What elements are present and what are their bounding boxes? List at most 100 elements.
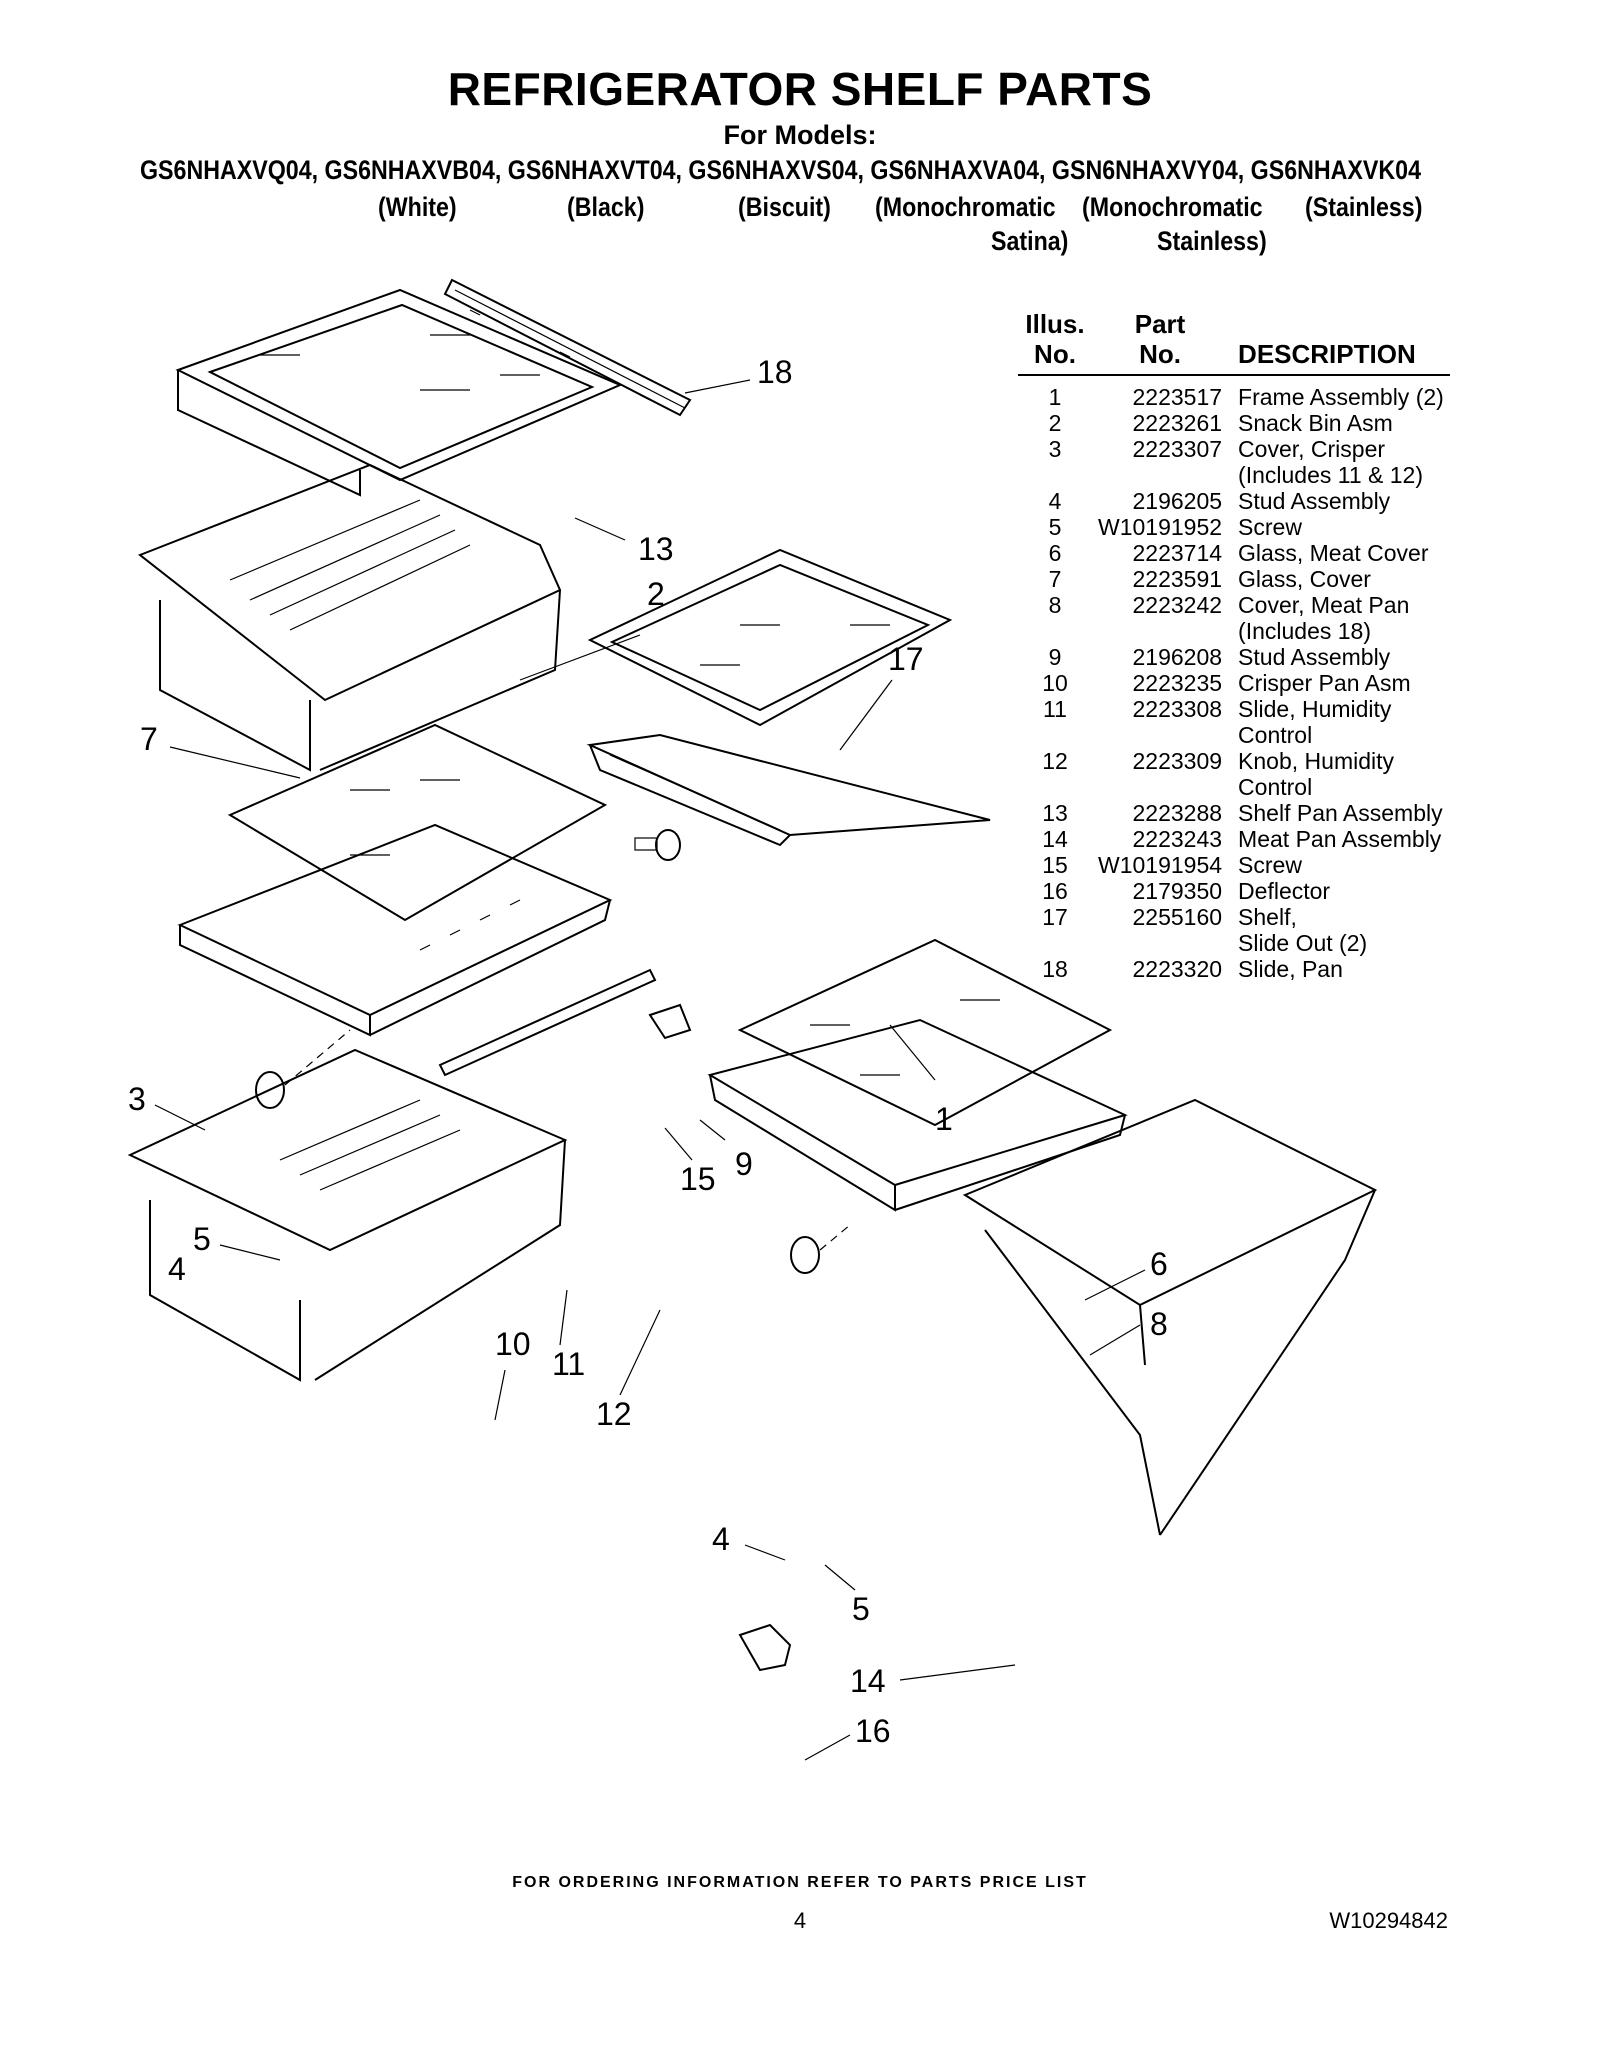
part-description: Meat Pan Assembly (1238, 825, 1442, 852)
crisper-cover-part (177, 823, 613, 1037)
callout-11: 11 (552, 1346, 585, 1382)
header-illus: Illus.No. (1018, 309, 1092, 376)
part-number: 2223517 (1132, 383, 1223, 410)
part-description: Control (1238, 773, 1313, 800)
model-list: GS6NHAXVQ04, GS6NHAXVB04, GS6NHAXVT04, G… (140, 155, 1421, 185)
illus-number: 16 (1042, 877, 1068, 904)
callout-18: 18 (757, 354, 793, 390)
illus-number: 15 (1042, 851, 1068, 878)
part-description: Knob, Humidity (1238, 747, 1395, 774)
table-row: (Includes 11 & 12) (1018, 462, 1450, 488)
part-description: Shelf Pan Assembly (1238, 799, 1443, 826)
part-description: (Includes 18) (1238, 617, 1372, 644)
part-number: 2223714 (1132, 539, 1223, 566)
illus-number: 6 (1048, 539, 1062, 566)
table-row: 16 2179350 Deflector (1018, 878, 1450, 904)
table-row: 10 2223235 Crisper Pan Asm (1018, 670, 1450, 696)
table-row: 8 2223242 Cover, Meat Pan (1018, 592, 1450, 618)
illus-number: 14 (1042, 825, 1068, 852)
illus-number: 12 (1042, 747, 1068, 774)
part-description: Stud Assembly (1238, 487, 1391, 514)
callout-10: 10 (495, 1326, 531, 1362)
part-description: Deflector (1238, 877, 1331, 904)
part-number: 2223307 (1132, 435, 1223, 462)
table-row: 15 W10191954 Screw (1018, 852, 1450, 878)
humidity-slide-part (438, 968, 657, 1077)
illus-number: 18 (1042, 955, 1068, 982)
part-number: 2196205 (1132, 487, 1223, 514)
part-number: 2223308 (1132, 695, 1223, 722)
callout-4-left: 4 (168, 1251, 186, 1287)
table-row: 6 2223714 Glass, Meat Cover (1018, 540, 1450, 566)
part-description: Glass, Meat Cover (1238, 539, 1429, 566)
part-description: Snack Bin Asm (1238, 409, 1393, 436)
part-description: Slide Out (2) (1238, 929, 1368, 956)
illus-number: 17 (1042, 903, 1068, 930)
crisper-pan-part (127, 1048, 568, 1382)
part-description: (Includes 11 & 12) (1238, 461, 1424, 488)
part-description: Glass, Cover (1238, 565, 1371, 592)
table-row: 11 2223308 Slide, Humidity (1018, 696, 1450, 722)
callout-5-right: 5 (852, 1591, 870, 1627)
callout-12: 12 (596, 1396, 632, 1432)
illus-number: 2 (1048, 409, 1062, 436)
color-monochromatic-1: (Monochromatic (875, 192, 1056, 222)
table-row: Control (1018, 722, 1450, 748)
humidity-knob-part (648, 1003, 692, 1040)
part-description: Stud Assembly (1238, 643, 1391, 670)
illus-number: 5 (1048, 513, 1062, 540)
part-description: Shelf, (1238, 903, 1297, 930)
slide-out-shelf-part (587, 548, 953, 727)
callout-3: 3 (128, 1081, 146, 1117)
color-white: (White) (378, 192, 457, 222)
callout-8: 8 (1150, 1306, 1168, 1342)
header-description: DESCRIPTION (1228, 310, 1450, 376)
part-description: Slide, Humidity (1238, 695, 1392, 722)
part-description: Crisper Pan Asm (1238, 669, 1411, 696)
illus-number: 9 (1048, 643, 1062, 670)
illus-number: 8 (1048, 591, 1062, 618)
color-stainless: (Stainless) (1305, 192, 1423, 222)
part-description: Screw (1238, 851, 1302, 878)
meat-pan-part (962, 1098, 1378, 1536)
page-number: 4 (793, 1908, 807, 1933)
part-number: W10191954 (1098, 851, 1223, 878)
part-number: 2223242 (1132, 591, 1223, 618)
callout-16: 16 (855, 1713, 891, 1749)
color-satina: Satina) (991, 226, 1069, 256)
illus-number: 7 (1048, 565, 1062, 592)
illus-number: 11 (1043, 695, 1067, 722)
stud-assembly-9-part (634, 829, 681, 861)
color-black: (Black) (567, 192, 645, 222)
callout-4-right: 4 (712, 1521, 730, 1557)
ordering-note: FOR ORDERING INFORMATION REFER TO PARTS … (512, 1874, 1088, 1891)
for-models-label: For Models: (723, 120, 877, 150)
illus-number: 3 (1048, 435, 1062, 462)
illus-number: 10 (1042, 669, 1068, 696)
table-row: Control (1018, 774, 1450, 800)
color-stainless-2: Stainless) (1157, 226, 1267, 256)
part-number: 2196208 (1132, 643, 1223, 670)
part-number: 2179350 (1132, 877, 1223, 904)
frame-assembly-part (586, 733, 991, 847)
meat-pan-cover-part (707, 1018, 1128, 1212)
table-row: 9 2196208 Stud Assembly (1018, 644, 1450, 670)
table-row: Slide Out (2) (1018, 930, 1450, 956)
part-number: 2223235 (1132, 669, 1223, 696)
callout-9: 9 (735, 1146, 753, 1182)
page-title: REFRIGERATOR SHELF PARTS (447, 63, 1153, 115)
part-description: Cover, Meat Pan (1238, 591, 1410, 618)
table-row: (Includes 18) (1018, 618, 1450, 644)
shelf-pan-assembly-part (175, 288, 623, 497)
deflector-part (738, 1623, 792, 1672)
